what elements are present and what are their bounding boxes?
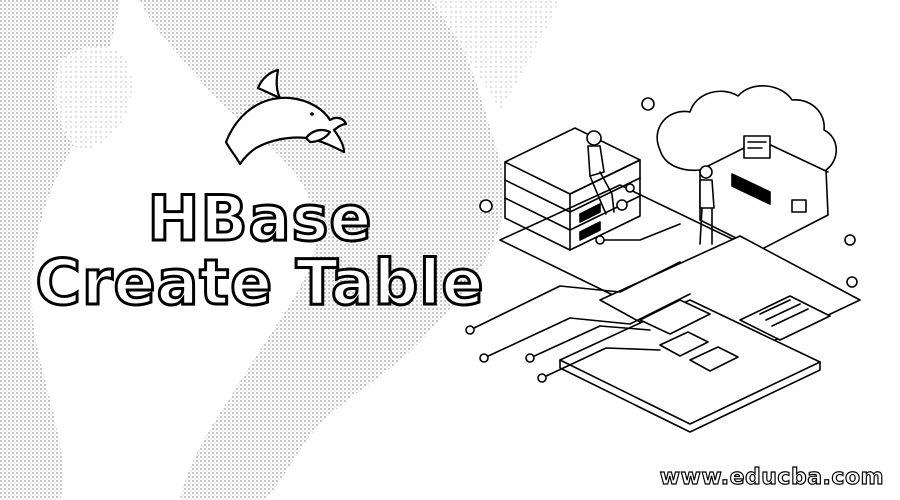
title-line-1: HBase <box>146 182 373 255</box>
title-line-2: Create Table <box>34 246 485 319</box>
site-url-watermark: www.educba.com <box>659 464 884 490</box>
